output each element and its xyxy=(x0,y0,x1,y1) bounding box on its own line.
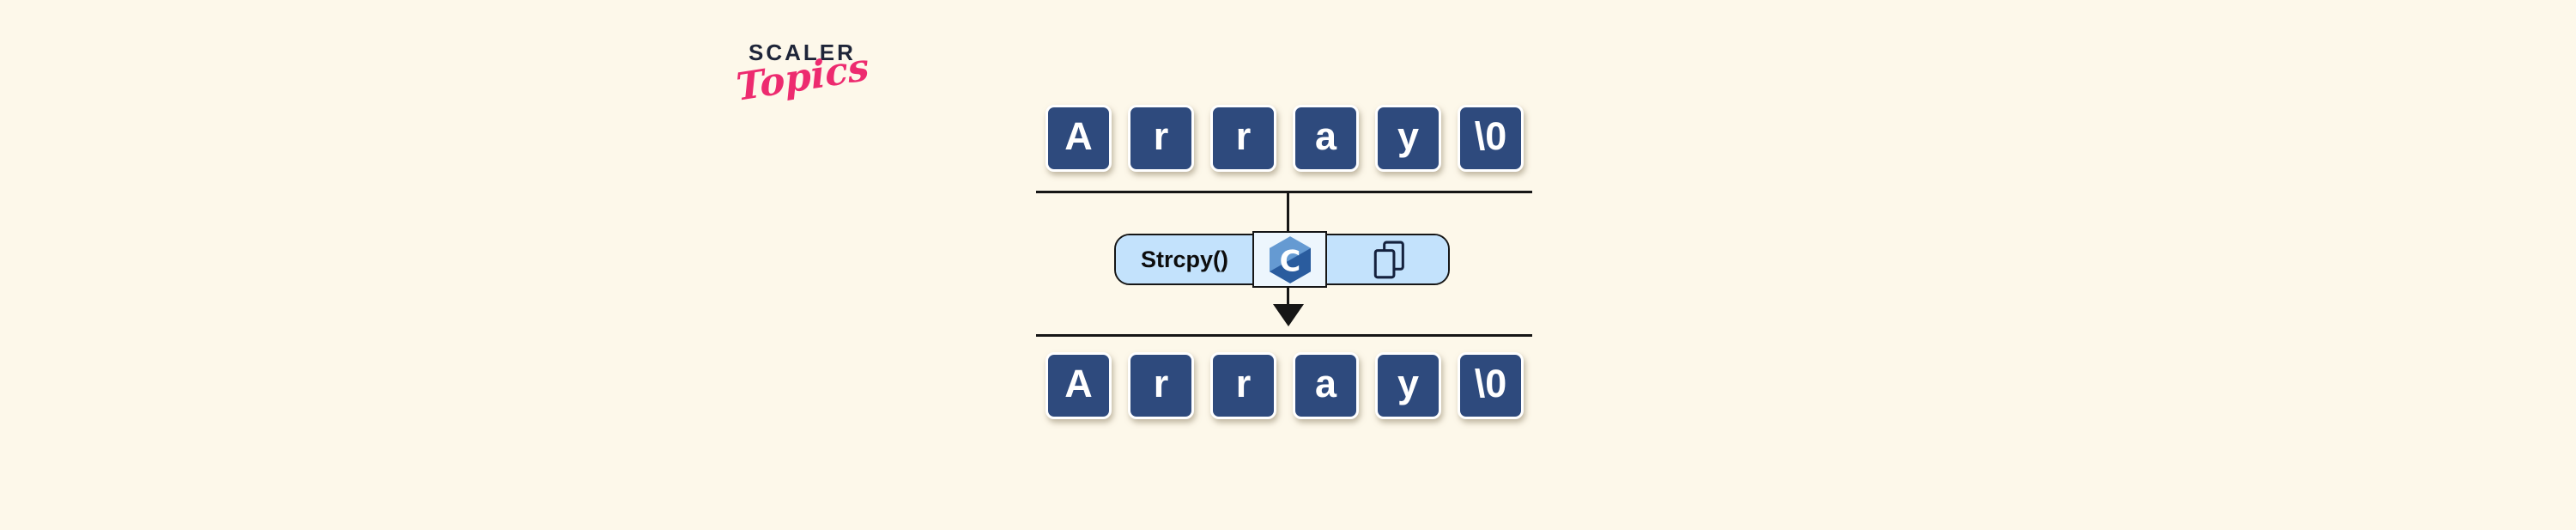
scaler-wordmark: SCALER xyxy=(749,40,856,65)
dest-cell-4: y xyxy=(1375,352,1441,419)
copy-icon-section xyxy=(1327,235,1448,283)
dest-cell-5: \0 xyxy=(1458,352,1524,419)
c-letter: C xyxy=(1279,244,1300,277)
c-language-logo-icon: C xyxy=(1269,235,1311,283)
source-cell-5: \0 xyxy=(1458,105,1524,172)
dest-cell-0: A xyxy=(1046,352,1112,419)
strcpy-label: Strcpy() xyxy=(1140,246,1228,272)
scaler-topics-logo: SCALER Topics xyxy=(735,40,872,110)
source-cell-0: A xyxy=(1046,105,1112,172)
source-cell-1: r xyxy=(1128,105,1194,172)
dest-cell-1: r xyxy=(1128,352,1194,419)
arrow-down-icon xyxy=(1273,304,1304,326)
source-cell-2: r xyxy=(1210,105,1276,172)
dest-cell-3: a xyxy=(1293,352,1359,419)
destination-array-row: A r r a y \0 xyxy=(1046,352,1524,419)
divider-line-top xyxy=(1036,191,1532,193)
source-cell-3: a xyxy=(1293,105,1359,172)
connector-line-lower xyxy=(1287,287,1289,307)
c-logo-section: C xyxy=(1252,231,1327,288)
connector-line-upper xyxy=(1287,192,1289,233)
dest-cell-2: r xyxy=(1210,352,1276,419)
source-array-row: A r r a y \0 xyxy=(1046,105,1524,172)
strcpy-label-section: Strcpy() xyxy=(1116,235,1253,283)
copy-icon xyxy=(1373,241,1404,279)
divider-line-bottom xyxy=(1036,334,1532,337)
source-cell-4: y xyxy=(1375,105,1441,172)
